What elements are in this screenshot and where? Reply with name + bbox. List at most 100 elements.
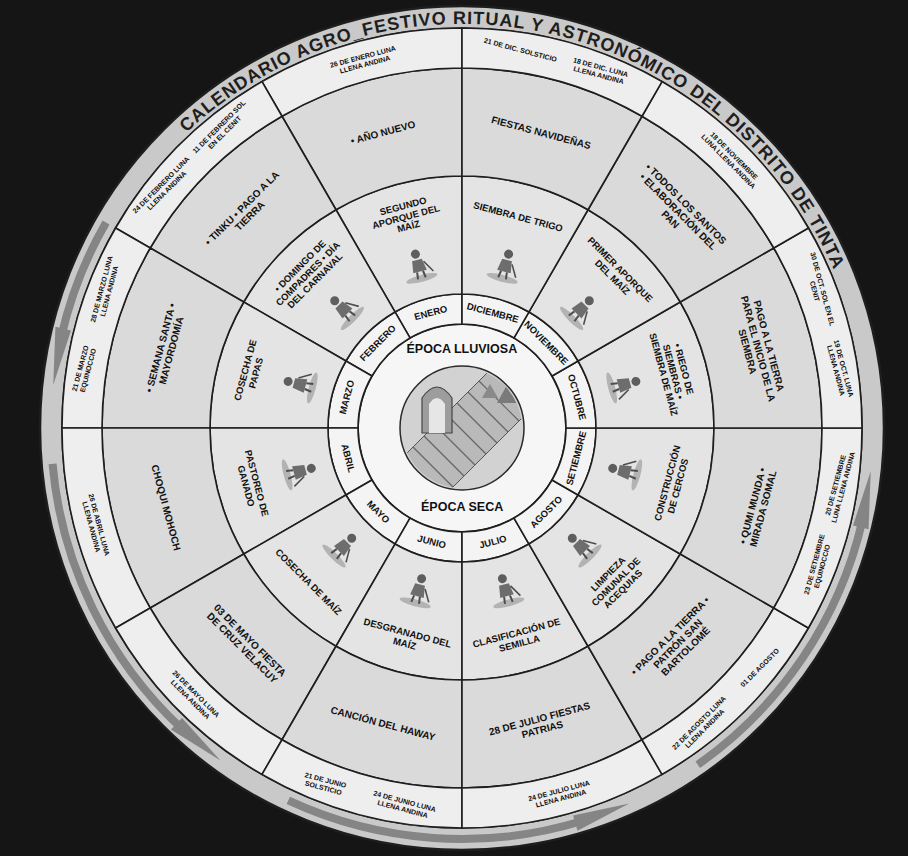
figure-head bbox=[497, 573, 508, 584]
figure-legs bbox=[345, 311, 356, 322]
ground-patch bbox=[280, 458, 295, 491]
figure-head bbox=[306, 463, 317, 474]
ring-sector bbox=[642, 82, 808, 248]
figure-body bbox=[292, 376, 307, 393]
cell-outline bbox=[60, 426, 153, 631]
center-disc bbox=[358, 324, 566, 532]
figure-legs bbox=[498, 270, 508, 279]
outer-rim bbox=[40, 6, 884, 850]
figure-legs bbox=[503, 595, 513, 604]
ring-cell: 30 DE OCT. SOL EN EL CENIT19 DE OCT. LUN… bbox=[771, 225, 864, 430]
ground-patch bbox=[492, 595, 525, 610]
figure-head bbox=[283, 376, 294, 387]
ring-cell: 24 DE JULIO LUNA LLENA ANDINA bbox=[460, 737, 664, 830]
mountain-peak bbox=[497, 385, 517, 403]
ground-patch bbox=[486, 271, 519, 286]
figure-tool bbox=[617, 390, 630, 400]
figure-tool bbox=[509, 264, 519, 277]
figure-body bbox=[410, 583, 427, 598]
figure-tool bbox=[424, 259, 434, 272]
ring-sector bbox=[642, 608, 808, 774]
figure-legs bbox=[416, 270, 426, 279]
stair-step bbox=[424, 436, 464, 476]
figure-legs bbox=[286, 469, 295, 479]
figure-body bbox=[292, 463, 307, 480]
figure-body bbox=[497, 583, 514, 598]
figure-head bbox=[410, 249, 421, 260]
ring-cell: 21 DE MARZO EQUINOCCIO28 DE MARZO LUNA L… bbox=[60, 225, 153, 431]
ring-cell: 21 DE JUNIO SOLSTICIO24 DE JUNIO LUNA LL… bbox=[259, 737, 465, 830]
stair-step bbox=[413, 447, 453, 487]
figure-tool bbox=[298, 371, 311, 381]
ring-sector bbox=[462, 740, 662, 828]
ground-patch bbox=[604, 372, 619, 405]
ring-sector bbox=[462, 28, 662, 116]
figure-tool bbox=[583, 535, 596, 548]
figure-head bbox=[630, 376, 641, 387]
figure-head bbox=[416, 573, 427, 584]
farmer-figure bbox=[280, 365, 320, 404]
figure-legs bbox=[569, 311, 580, 322]
figure-tool bbox=[623, 458, 636, 468]
figure-body bbox=[334, 300, 352, 318]
season-label: ÉPOCA LLUVIOSA bbox=[407, 342, 518, 356]
figure-body bbox=[572, 300, 590, 318]
figure-tool bbox=[345, 298, 358, 311]
cell-outline bbox=[259, 737, 465, 830]
figure-legs bbox=[331, 548, 342, 559]
figure-body bbox=[497, 258, 514, 273]
cell-outline bbox=[460, 737, 664, 830]
farmer-figure bbox=[320, 524, 366, 570]
farmer-figure bbox=[486, 246, 525, 286]
ring-sector bbox=[262, 740, 462, 828]
figure-head bbox=[503, 249, 514, 260]
stair-step bbox=[490, 370, 530, 410]
stair-step bbox=[457, 403, 497, 443]
ring-sector bbox=[774, 228, 862, 428]
stair-step bbox=[479, 381, 519, 421]
farmer-figure bbox=[320, 286, 366, 332]
ring-sector bbox=[62, 228, 150, 428]
ring-cell: 26 DE MAYO LUNA LLENA ANDINA bbox=[113, 606, 284, 777]
figure-legs bbox=[411, 595, 421, 604]
season-label: ÉPOCA SECA bbox=[421, 500, 503, 514]
figure-body bbox=[617, 463, 632, 480]
ring-cell: 23 DE SETIEMBRE EQUINOCCIO20 DE SETIEMBR… bbox=[771, 426, 864, 630]
figure-tool bbox=[579, 311, 592, 324]
ring-sector bbox=[774, 428, 862, 628]
rim-line bbox=[62, 28, 862, 828]
stair-band bbox=[392, 368, 532, 508]
arch-opening bbox=[429, 398, 445, 433]
text-group: ÉPOCA SECA bbox=[421, 500, 503, 514]
ring-sector bbox=[116, 82, 282, 248]
ground-patch bbox=[406, 271, 439, 286]
stairway-illustration bbox=[392, 368, 532, 508]
text-group: ÉPOCA LLUVIOSA bbox=[407, 342, 518, 356]
figure-tool bbox=[293, 476, 306, 486]
figure-tool bbox=[510, 584, 520, 597]
figure-legs bbox=[629, 469, 638, 479]
farmer-figure bbox=[604, 365, 644, 404]
farmer-figure bbox=[604, 452, 644, 491]
farmer-figure bbox=[399, 246, 438, 286]
ring-sector bbox=[116, 608, 282, 774]
stone-arch bbox=[422, 387, 452, 433]
ground-patch bbox=[399, 595, 432, 610]
stair-step bbox=[402, 458, 442, 498]
farmer-figure bbox=[558, 524, 604, 570]
figure-head bbox=[607, 463, 618, 474]
figure-body bbox=[334, 538, 352, 556]
ring-cell: 26 DE ABRIL LUNA LLENA ANDINA bbox=[60, 426, 153, 631]
figure-body bbox=[617, 376, 632, 393]
figure-legs bbox=[582, 548, 593, 559]
figure-legs bbox=[304, 382, 313, 392]
farmer-figure bbox=[486, 570, 525, 610]
farmer-figure bbox=[558, 286, 604, 332]
mountain-peak bbox=[482, 384, 498, 398]
ring-sector bbox=[262, 28, 462, 116]
farmer-figure bbox=[399, 570, 438, 610]
figure-legs bbox=[611, 382, 620, 392]
figure-tool bbox=[422, 589, 432, 602]
